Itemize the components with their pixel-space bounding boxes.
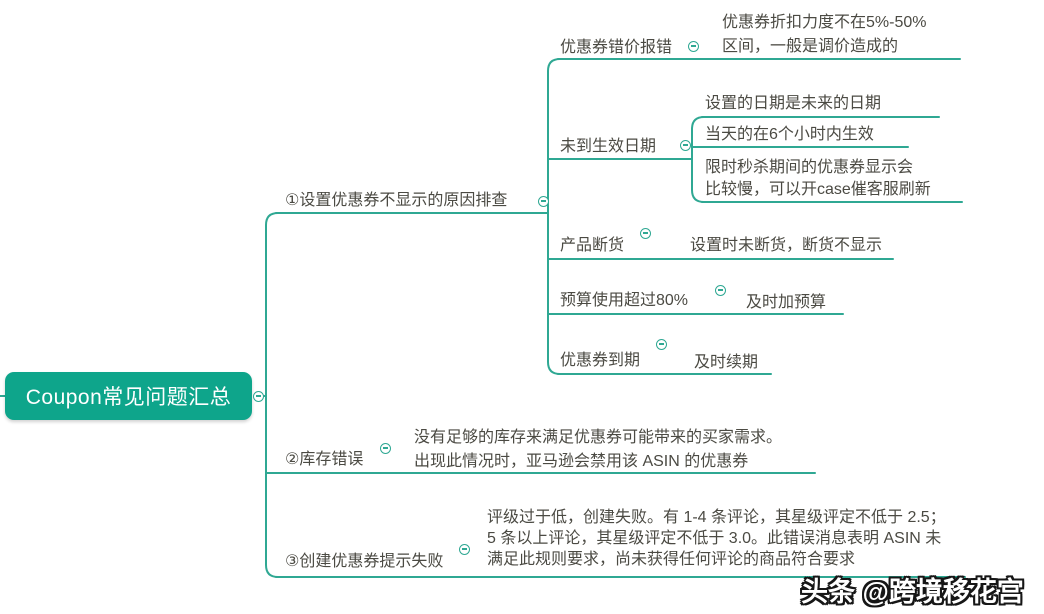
collapse-icon[interactable] — [680, 140, 691, 151]
branch1-children-trunk — [547, 58, 561, 375]
note-lightning-deal[interactable]: 限时秒杀期间的优惠券显示会 比较慢，可以开case催客服刷新 — [705, 159, 931, 198]
root-topic-label: Coupon常见问题汇总 — [25, 386, 232, 409]
note-renew[interactable]: 及时续期 — [694, 354, 759, 371]
main-trunk — [265, 212, 279, 578]
note-future-date[interactable]: 设置的日期是未来的日期 — [705, 95, 882, 112]
collapse-icon[interactable] — [459, 544, 470, 555]
topic-coupon-expired[interactable]: 优惠券到期 — [560, 352, 641, 369]
collapse-icon[interactable] — [253, 391, 264, 402]
collapse-icon[interactable] — [688, 41, 699, 52]
topic-branch1[interactable]: ①设置优惠券不显示的原因排查 — [285, 192, 508, 209]
collapse-icon[interactable] — [538, 196, 549, 207]
topic-branch3[interactable]: ③创建优惠券提示失败 — [285, 553, 444, 570]
collapse-icon[interactable] — [640, 228, 651, 239]
note-branch3[interactable]: 评级过于低，创建失败。有 1-4 条评论，其星级评定不低于 2.5； 5 条以上… — [487, 509, 946, 568]
note-out-of-stock[interactable]: 设置时未断货，断货不显示 — [690, 237, 883, 254]
collapse-icon[interactable] — [656, 339, 667, 350]
note-add-budget[interactable]: 及时加预算 — [746, 294, 827, 311]
collapse-icon[interactable] — [380, 443, 391, 454]
topic-out-of-stock[interactable]: 产品断货 — [560, 237, 625, 254]
note-coupon-price-error[interactable]: 优惠券折扣力度不在5%-50% 区间，一般是调价造成的 — [722, 14, 927, 55]
child2-children-trunk — [691, 116, 705, 203]
note-branch2[interactable]: 没有足够的库存来满足优惠券可能带来的买家需求。 出现此情况时，亚马逊会禁用该 A… — [414, 429, 783, 470]
root-topic[interactable]: Coupon常见问题汇总 — [5, 372, 252, 420]
topic-budget-over-80[interactable]: 预算使用超过80% — [560, 292, 689, 309]
topic-coupon-price-error[interactable]: 优惠券错价报错 — [560, 39, 673, 56]
topic-branch2[interactable]: ②库存错误 — [285, 451, 364, 468]
topic-not-effective-date[interactable]: 未到生效日期 — [560, 138, 657, 155]
collapse-icon[interactable] — [715, 285, 726, 296]
note-six-hours[interactable]: 当天的在6个小时内生效 — [705, 126, 874, 143]
watermark-toutiao: 头条 @跨境移花宫 — [801, 577, 1024, 607]
